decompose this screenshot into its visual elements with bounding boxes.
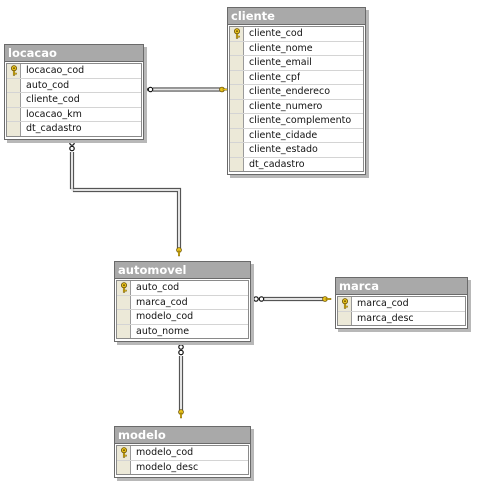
field-row[interactable]: cliente_numero bbox=[230, 98, 363, 113]
field-name: cliente_nome bbox=[249, 42, 313, 54]
field-row[interactable]: modelo_cod bbox=[117, 309, 248, 324]
row-selector bbox=[117, 460, 131, 474]
field-row[interactable]: cliente_estado bbox=[230, 142, 363, 157]
primary-key-icon bbox=[7, 64, 21, 78]
row-selector bbox=[7, 93, 21, 107]
many-end-icon bbox=[69, 140, 75, 152]
row-selector bbox=[230, 143, 244, 157]
relationship-automovel-marca[interactable] bbox=[253, 296, 332, 302]
row-selector bbox=[230, 70, 244, 84]
row-selector bbox=[117, 310, 131, 324]
field-row[interactable]: cliente_cidade bbox=[230, 127, 363, 142]
row-selector bbox=[230, 85, 244, 99]
field-row[interactable]: marca_cod bbox=[117, 294, 248, 309]
field-name: cliente_complemento bbox=[249, 115, 352, 126]
field-row[interactable]: cliente_complemento bbox=[230, 113, 363, 128]
field-name: dt_cadastro bbox=[26, 123, 82, 134]
row-selector bbox=[117, 295, 131, 309]
field-row[interactable]: locacao_km bbox=[7, 106, 141, 121]
primary-key-row[interactable]: cliente_cod bbox=[230, 27, 363, 41]
field-row[interactable]: cliente_cpf bbox=[230, 69, 363, 84]
primary-key-icon bbox=[117, 446, 131, 460]
primary-key-icon bbox=[230, 27, 244, 41]
table-title[interactable]: locacao bbox=[5, 45, 143, 62]
many-end-icon bbox=[178, 344, 184, 356]
one-end-key-icon bbox=[322, 296, 332, 302]
field-name: modelo_cod bbox=[131, 446, 194, 460]
one-end-key-icon bbox=[176, 247, 182, 257]
field-name: auto_cod bbox=[26, 79, 70, 91]
row-selector bbox=[230, 56, 244, 70]
field-name: dt_cadastro bbox=[249, 158, 305, 170]
field-row[interactable]: cliente_cod bbox=[7, 92, 141, 107]
field-name: modelo_desc bbox=[136, 461, 199, 473]
primary-key-row[interactable]: auto_cod bbox=[117, 281, 248, 295]
field-row[interactable]: dt_cadastro bbox=[7, 121, 141, 136]
field-row[interactable]: cliente_email bbox=[230, 55, 363, 70]
field-name: cliente_email bbox=[249, 57, 312, 68]
field-name: cliente_numero bbox=[249, 100, 323, 112]
row-selector bbox=[338, 311, 352, 325]
field-row[interactable]: marca_desc bbox=[338, 310, 465, 325]
row-selector bbox=[230, 157, 244, 171]
one-end-key-icon bbox=[178, 409, 184, 419]
relationship-locacao-cliente[interactable] bbox=[142, 86, 229, 93]
field-row[interactable]: auto_cod bbox=[7, 77, 141, 92]
primary-key-row[interactable]: marca_cod bbox=[338, 297, 465, 311]
row-selector bbox=[7, 107, 21, 121]
field-name: locacao_km bbox=[26, 108, 82, 120]
field-row[interactable]: modelo_desc bbox=[117, 459, 248, 474]
field-name: cliente_cod bbox=[26, 94, 80, 105]
row-selector bbox=[117, 324, 131, 338]
field-row[interactable]: cliente_nome bbox=[230, 40, 363, 55]
row-selector bbox=[230, 128, 244, 142]
table-title[interactable]: automovel bbox=[115, 262, 250, 279]
field-name: marca_desc bbox=[357, 312, 414, 324]
field-row[interactable]: auto_nome bbox=[117, 323, 248, 338]
field-name: cliente_endereco bbox=[249, 86, 331, 97]
row-selector bbox=[7, 78, 21, 92]
field-row[interactable]: cliente_endereco bbox=[230, 84, 363, 99]
relationship-locacao-automovel[interactable] bbox=[69, 140, 182, 257]
row-selector bbox=[7, 122, 21, 136]
table-title[interactable]: cliente bbox=[228, 8, 365, 25]
primary-key-row[interactable]: modelo_cod bbox=[117, 446, 248, 460]
field-name: modelo_cod bbox=[136, 311, 194, 322]
field-name: cliente_cidade bbox=[249, 129, 318, 141]
relationship-automovel-modelo[interactable] bbox=[178, 344, 184, 419]
field-name: cliente_cod bbox=[244, 27, 303, 41]
table-title[interactable]: marca bbox=[336, 278, 467, 295]
row-selector bbox=[230, 41, 244, 55]
row-selector bbox=[230, 114, 244, 128]
row-selector bbox=[230, 99, 244, 113]
field-name: cliente_cpf bbox=[249, 71, 301, 83]
many-end-icon bbox=[253, 296, 265, 302]
primary-key-row[interactable]: locacao_cod bbox=[7, 64, 141, 78]
many-end-icon bbox=[142, 86, 154, 93]
field-name: cliente_estado bbox=[249, 144, 318, 155]
field-row[interactable]: dt_cadastro bbox=[230, 156, 363, 171]
field-name: marca_cod bbox=[352, 297, 409, 311]
field-name: marca_cod bbox=[136, 296, 188, 308]
table-title[interactable]: modelo bbox=[115, 427, 250, 444]
primary-key-icon bbox=[117, 281, 131, 295]
field-name: locacao_cod bbox=[21, 64, 85, 78]
field-name: auto_cod bbox=[131, 281, 180, 295]
primary-key-icon bbox=[338, 297, 352, 311]
field-name: auto_nome bbox=[136, 325, 190, 337]
